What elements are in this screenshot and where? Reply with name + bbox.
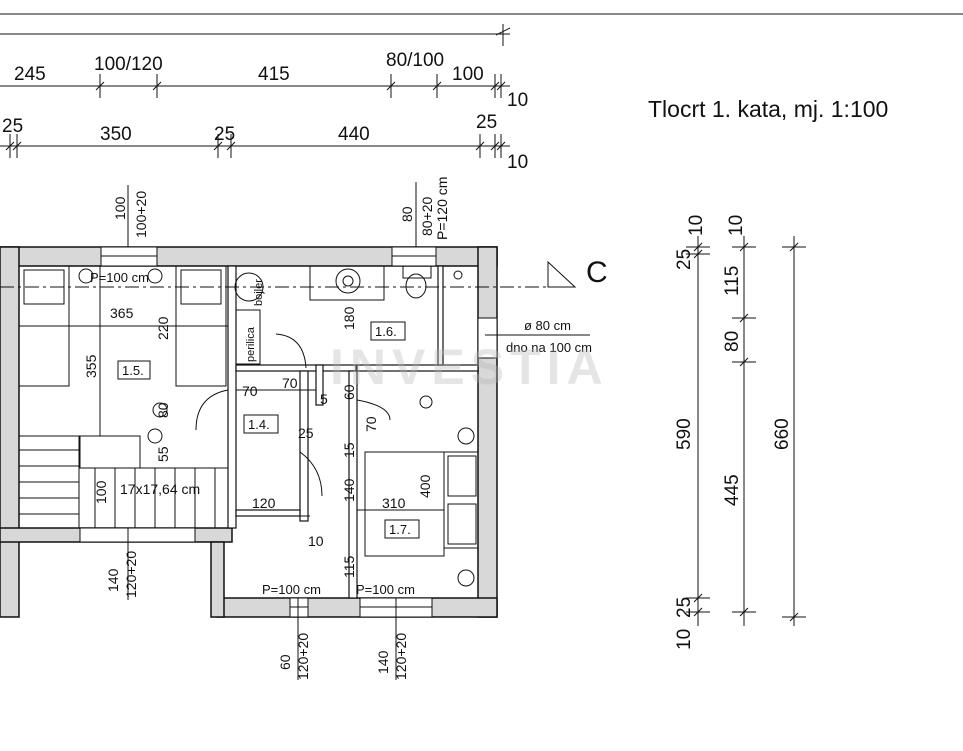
dim-440: 440 — [338, 124, 370, 145]
win-top-2-c: P=120 cm — [434, 177, 450, 240]
win-bottom-3-a: 140 — [105, 568, 121, 592]
dim-415: 415 — [258, 64, 290, 85]
win-bottom-2-a: 140 — [375, 650, 391, 674]
dim-5: 5 — [320, 391, 328, 407]
dim-25-a: 25 — [2, 116, 23, 137]
rdim-a-25b: 25 — [674, 597, 695, 618]
dim-400: 400 — [417, 474, 433, 498]
label-perilica: perilica — [245, 326, 257, 362]
dim-70-c: 70 — [363, 416, 379, 432]
rdim-b-115: 115 — [722, 266, 743, 296]
dim-60: 60 — [341, 384, 357, 400]
dim-10-r2: 10 — [507, 152, 528, 173]
rdim-b-10: 10 — [726, 215, 747, 236]
watermark: INVESTIA — [330, 339, 609, 395]
rdim-c-660: 660 — [772, 418, 793, 450]
win-bottom-2-b: 120+20 — [393, 633, 409, 680]
p-bottom-2: P=100 cm — [356, 582, 415, 597]
chimney-diameter: ø 80 cm — [524, 318, 571, 333]
dim-100-int: 100 — [93, 480, 109, 504]
plan-title: Tlocrt 1. kata, mj. 1:100 — [648, 96, 889, 122]
label-bojler: bojler — [253, 279, 265, 306]
dim-310: 310 — [382, 495, 406, 511]
dim-25-int: 25 — [298, 425, 314, 441]
section-line-c — [0, 260, 577, 288]
dim-25-b: 25 — [214, 124, 235, 145]
p-bottom-1: P=100 cm — [262, 582, 321, 597]
interior-walls — [227, 265, 479, 599]
rdim-b-445: 445 — [722, 474, 743, 506]
dim-100-right: 100 — [452, 64, 484, 85]
dimension-row-1 — [0, 24, 511, 98]
win-top-2-b: 80+20 — [419, 196, 435, 236]
win-top-2-a: 80 — [399, 206, 415, 222]
win-top-1-b: 100+20 — [133, 191, 149, 238]
rdim-a-590: 590 — [674, 418, 695, 450]
section-label: C — [586, 256, 608, 289]
dim-350: 350 — [100, 124, 132, 145]
win-bottom-1-a: 60 — [277, 654, 293, 670]
dim-365: 365 — [110, 305, 134, 321]
dim-220: 220 — [155, 316, 171, 340]
dim-140-int: 140 — [341, 478, 357, 502]
room-1-4: 1.4. — [248, 417, 270, 432]
rdim-b-80: 80 — [722, 331, 743, 352]
rdim-a-25: 25 — [674, 249, 695, 270]
label-stair: 17x17,64 cm — [120, 481, 200, 497]
label-p100-top: P=100 cm — [90, 270, 149, 285]
dim-10-r1: 10 — [507, 90, 528, 111]
dim-100-120: 100/120 — [94, 54, 163, 75]
dim-115-int: 115 — [341, 555, 357, 578]
rdim-a-10: 10 — [686, 215, 707, 236]
dim-15: 15 — [341, 442, 357, 458]
room-1-7: 1.7. — [389, 522, 411, 537]
win-bottom-1-b: 120+20 — [295, 633, 311, 680]
rdim-a-10b: 10 — [674, 629, 695, 650]
win-bottom-3-b: 120+20 — [123, 551, 139, 598]
room-1-6: 1.6. — [375, 324, 397, 339]
dim-80: 80 — [155, 402, 171, 418]
chimney-height: dno na 100 cm — [506, 340, 592, 355]
dim-70-b: 70 — [282, 375, 298, 391]
door-swings — [195, 333, 391, 497]
dim-80-100: 80/100 — [386, 50, 444, 71]
right-dimension-chains — [686, 236, 806, 626]
dim-25-c: 25 — [476, 112, 497, 133]
dim-355: 355 — [83, 354, 99, 378]
dim-70-a: 70 — [242, 383, 258, 399]
win-top-1-a: 100 — [112, 196, 128, 220]
room-1-5: 1.5. — [122, 363, 144, 378]
dim-10-int: 10 — [308, 533, 324, 549]
staircase — [18, 435, 228, 529]
dim-120: 120 — [252, 495, 276, 511]
dimension-row-2 — [0, 134, 510, 158]
dim-180: 180 — [341, 306, 357, 330]
dim-55: 55 — [155, 446, 171, 462]
dim-245: 245 — [14, 64, 46, 85]
